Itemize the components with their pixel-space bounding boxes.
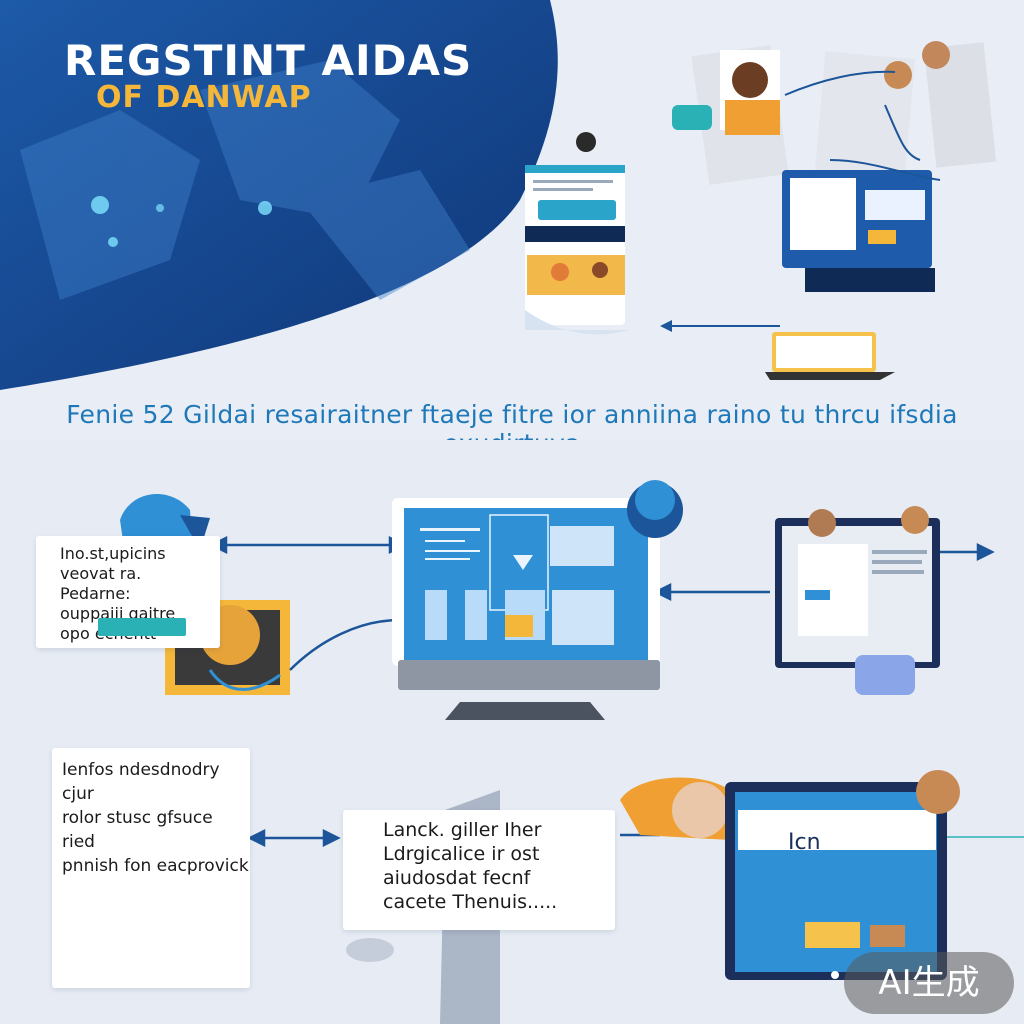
laptop-illustration [782,159,941,292]
hero-background-shape [0,0,558,390]
hero-title: REGSTINT AIDAS [64,36,473,85]
note-3-line-4: cacete Thenuis..... [383,891,558,913]
note-1-button[interactable] [98,618,186,636]
hero-illustration [0,0,997,390]
phone-illustration [525,165,630,335]
ai-watermark-badge: AI生成 [844,952,1014,1014]
note-2-line-3: pnnish fon eacprovick [62,856,249,876]
center-monitor [392,480,683,720]
note-1-line-1: Ino.st,upicins [60,544,166,563]
profile-collage [576,41,997,185]
section-caption: Fenie 52 Gildai resairaitner ftaeje fitr… [66,400,958,458]
robot-silhouette [20,60,470,300]
note-3-line-2: Ldrgicalice ir ost [383,843,540,865]
note-card-1: Ino.st,upicins veovat ra. Pedarne: ouppa… [36,536,220,648]
top-arrow [660,320,780,332]
floor-shadow [346,938,394,962]
note-3-line-1: Lanck. giller Iher [383,819,542,841]
note-1-line-2: veovat ra. Pedarne: [60,564,142,603]
note-3-line-3: aiudosdat fecnf [383,867,531,889]
bottom-tablet [620,770,960,980]
yellow-card [765,332,895,380]
note-2-line-1: Ienfos ndesdnodry cjur [62,760,220,804]
note-card-2: Ienfos ndesdnodry cjur rolor stusc gfsuc… [52,748,250,988]
right-laptop [775,506,940,695]
note-card-3: Lanck. giller Iher Ldrgicalice ir ost ai… [343,810,615,930]
hero-subtitle: OF DANWAP [96,80,312,115]
note-2-line-2: rolor stusc gfsuce ried [62,808,213,852]
tablet-heading: Icn [788,830,821,855]
glow-dots [91,196,272,247]
